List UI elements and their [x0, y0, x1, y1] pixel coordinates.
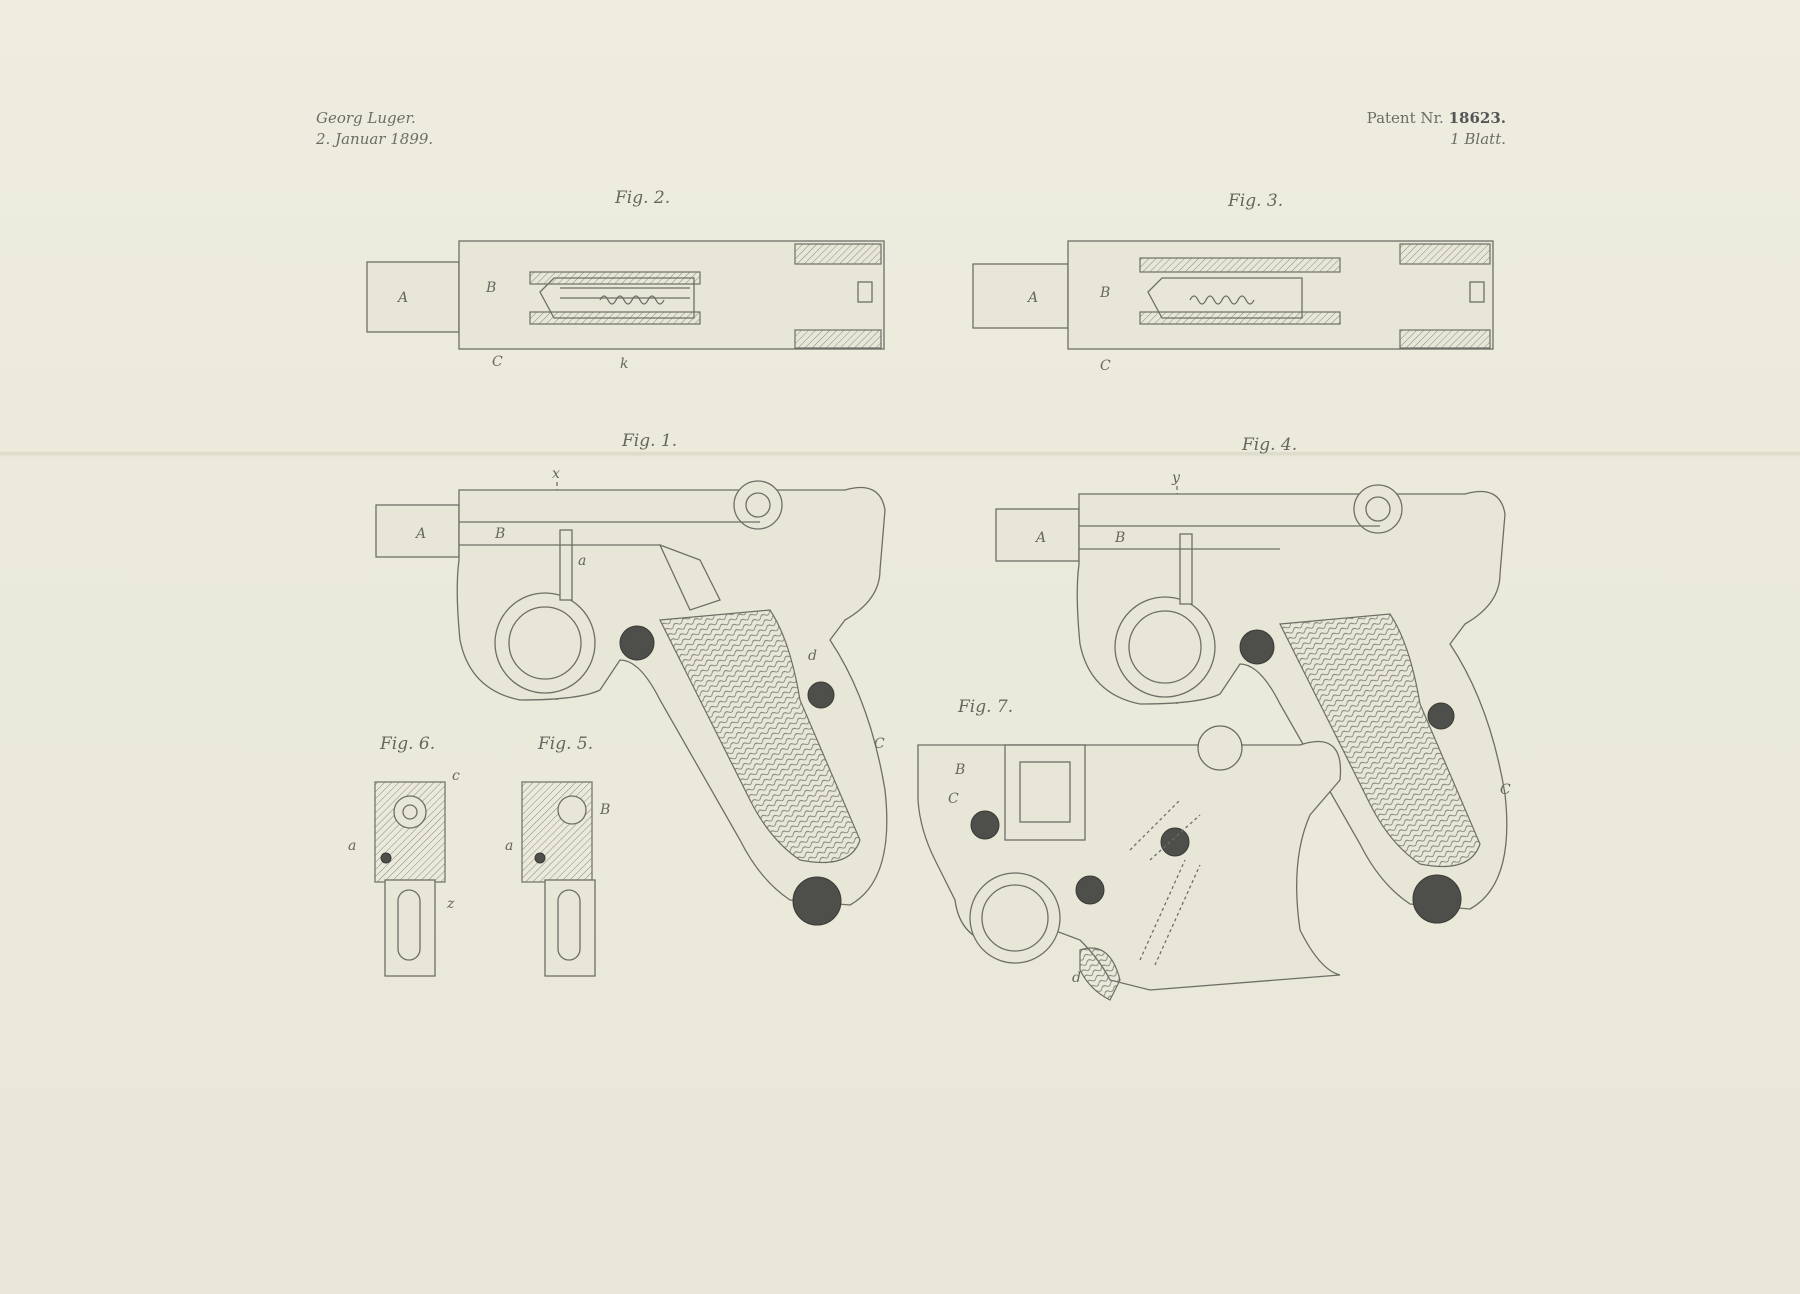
fig3-barrel [972, 263, 1069, 329]
fig3-label-b: B [1099, 285, 1110, 301]
figure-3: Fig. 3. A B C [972, 191, 1494, 374]
header-right: Patent Nr. 18623. 1 Blatt. [1367, 108, 1506, 150]
fold-line [0, 452, 1800, 454]
fig3-title: Fig. 3. [1227, 191, 1283, 211]
fig5-title: Fig. 5. [537, 734, 593, 754]
fig1-label-d: d [808, 648, 817, 664]
figure-2: Fig. 2. A B C k [366, 188, 885, 372]
fig6-title: Fig. 6. [379, 734, 435, 754]
fig1-label-a: A [414, 526, 426, 542]
fig7-frame [917, 740, 1342, 991]
fig5-label-b: B [599, 802, 610, 818]
inventor-name: Georg Luger. [316, 109, 416, 127]
figure-1: Fig. 1. x A B C a d [375, 431, 888, 926]
fig2-label-c: C [492, 354, 503, 370]
header-left: Georg Luger. 2. Januar 1899. [316, 108, 433, 150]
fig2-label-k: k [620, 356, 628, 372]
patent-prefix: Patent Nr. [1366, 109, 1444, 127]
fig4-label-y: y [1171, 470, 1181, 486]
fig6-label-a: a [348, 838, 356, 854]
patent-number: 18623. [1448, 109, 1506, 127]
figure-6: Fig. 6. a c z [348, 734, 460, 977]
fig4-label-a: A [1034, 530, 1046, 546]
figure-4: Fig. 4. y A B C [995, 435, 1511, 924]
fig5-label-a: a [505, 838, 513, 854]
fig3-label-a: A [1026, 290, 1038, 306]
fig2-label-a: A [396, 290, 408, 306]
sheet-count: 1 Blatt. [1450, 130, 1506, 148]
fig1-label-c: C [874, 736, 885, 752]
fig1-grip [659, 609, 861, 864]
fig7-title: Fig. 7. [957, 697, 1013, 717]
fig1-label-x: x [552, 466, 560, 482]
fig4-label-c: C [1500, 782, 1511, 798]
fig6-label-z: z [446, 896, 455, 912]
fig4-label-b: B [1114, 530, 1125, 546]
fig4-title: Fig. 4. [1241, 435, 1297, 455]
fig1-label-b: B [494, 526, 505, 542]
figure-7: Fig. 7. B C d [917, 697, 1342, 1001]
fig1-title: Fig. 1. [621, 431, 677, 451]
fig2-label-b: B [485, 280, 496, 296]
fig2-barrel [366, 261, 460, 333]
patent-date: 2. Januar 1899. [316, 130, 434, 148]
figure-5: Fig. 5. a B [505, 734, 610, 977]
patent-number-line: Patent Nr. 18623. [1367, 108, 1506, 129]
fig7-label-c: C [948, 791, 959, 807]
fig7-label-d: d [1072, 970, 1081, 986]
fig1-label-a-small: a [578, 553, 586, 569]
fig7-label-b: B [954, 762, 965, 778]
fig2-title: Fig. 2. [614, 188, 670, 208]
fig6-label-c: c [452, 768, 460, 784]
fig3-label-c: C [1100, 358, 1111, 374]
